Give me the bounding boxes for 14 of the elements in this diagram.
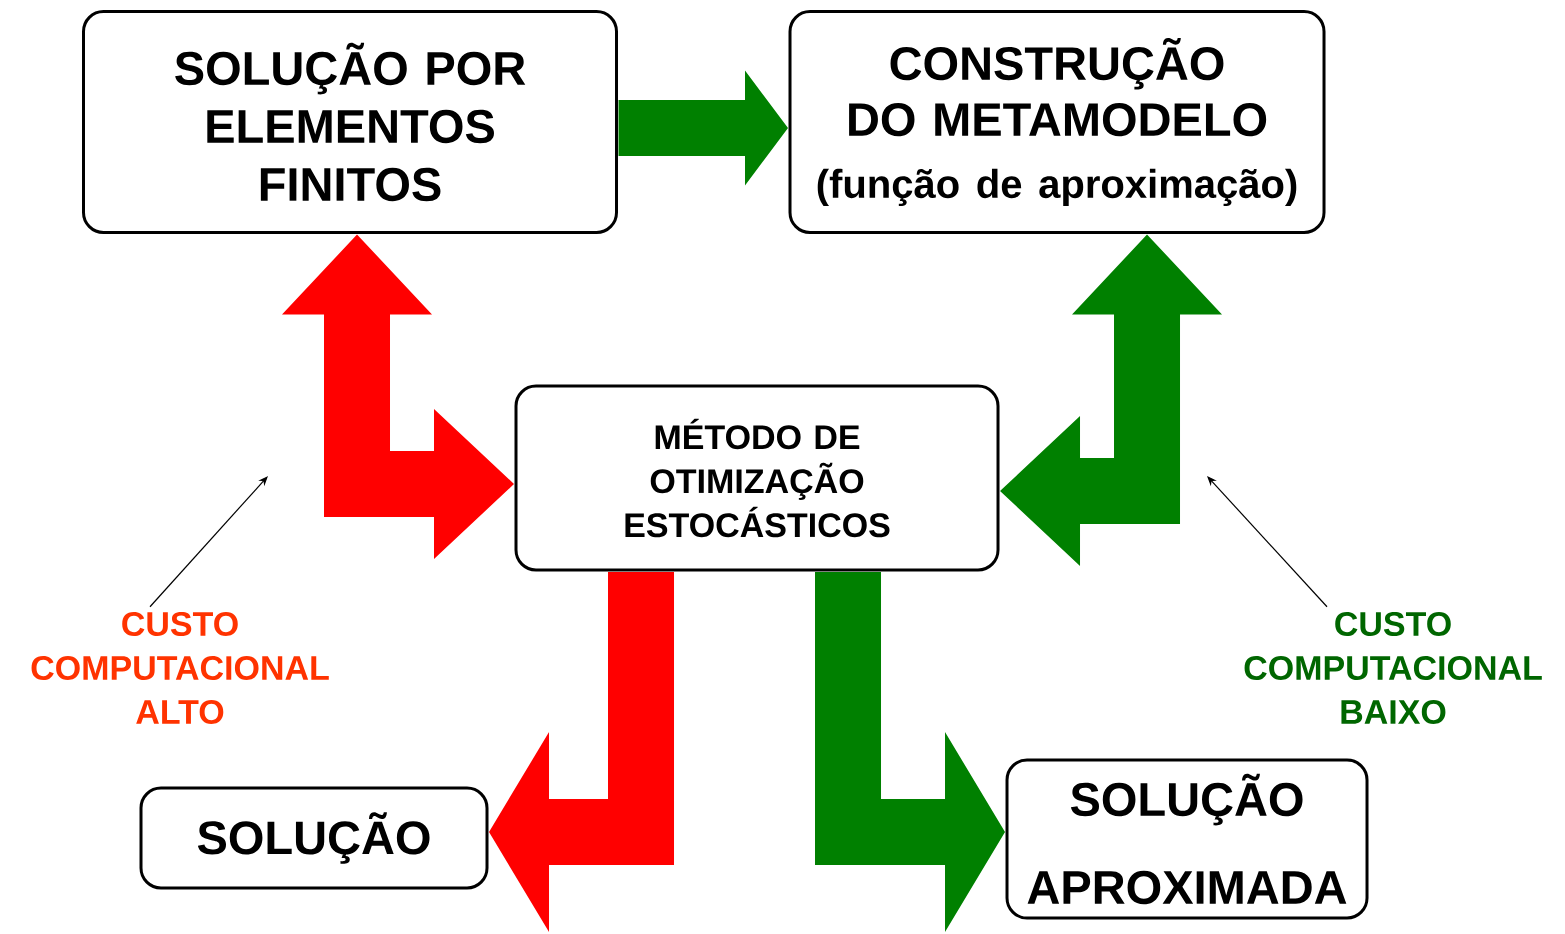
process-box: SOLUÇÃO APROXIMADA	[1005, 758, 1369, 920]
process-box: CONSTRUÇÃO DO METAMODELO (função de aproximação)	[788, 10, 1326, 234]
block-arrow	[618, 70, 788, 186]
block-arrow	[489, 572, 674, 932]
block-arrow	[282, 234, 514, 559]
block-arrow	[815, 572, 1005, 932]
process-box: SOLUÇÃO	[139, 786, 489, 890]
annotation-text: CUSTO COMPUTACIONAL ALTO	[31, 611, 329, 725]
leader-arrow	[1207, 476, 1328, 608]
process-box: MÉTODO DE OTIMIZAÇÃO ESTOCÁSTICOS	[514, 384, 1000, 572]
process-box: SOLUÇÃO POR ELEMENTOS FINITOS	[82, 10, 618, 234]
annotation-text: CUSTO COMPUTACIONAL BAIXO	[1244, 611, 1542, 725]
leader-arrow	[149, 476, 268, 608]
block-arrow	[1000, 234, 1222, 566]
